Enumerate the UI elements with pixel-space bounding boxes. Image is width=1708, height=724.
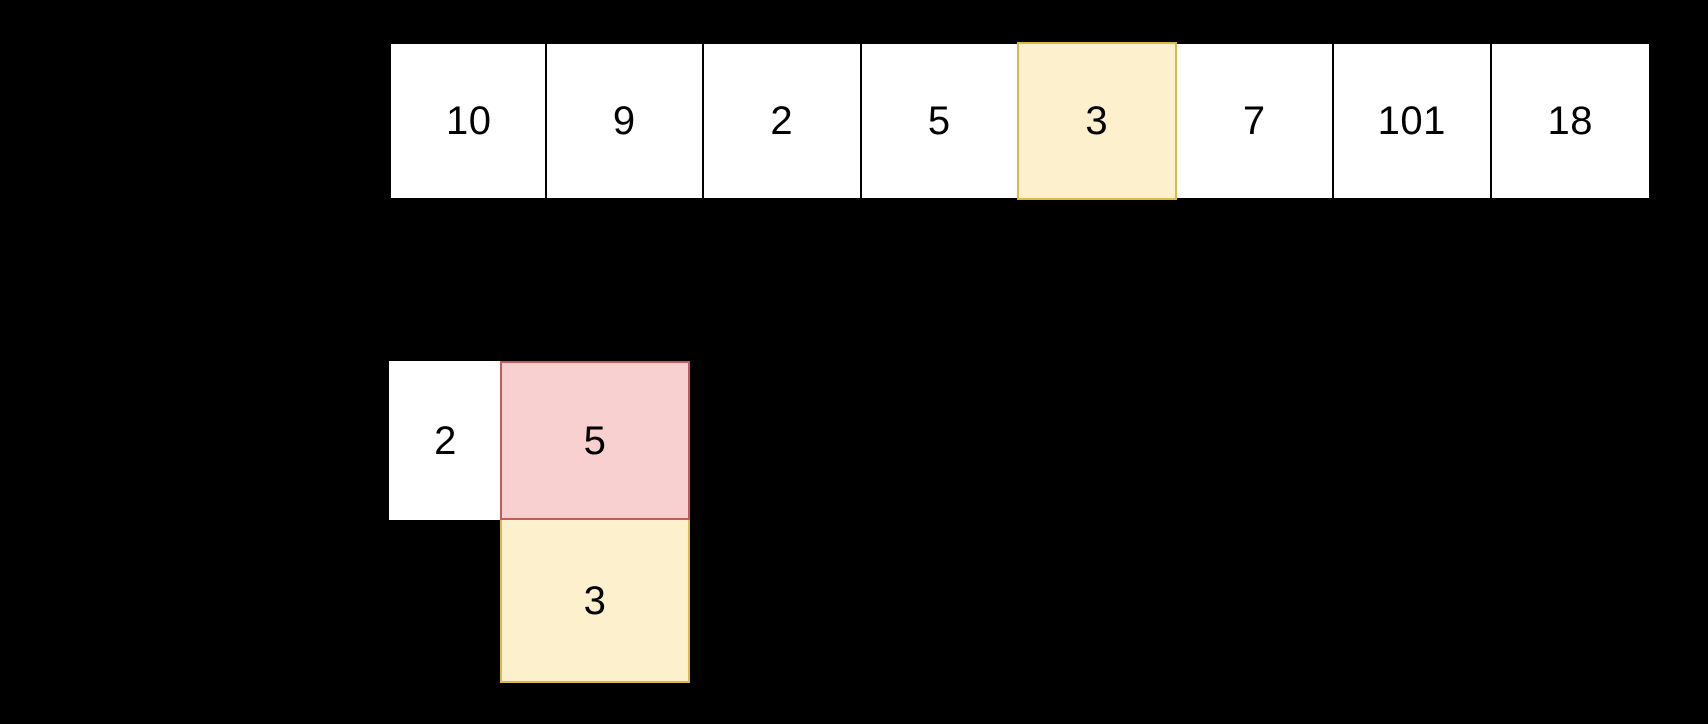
array-cell-4-highlighted[interactable]: 3 — [1017, 42, 1177, 200]
pair-cell-row0-col0[interactable]: 2 — [389, 361, 502, 520]
array-cell-3[interactable]: 5 — [859, 42, 1019, 200]
array-cell-2[interactable]: 2 — [702, 42, 862, 200]
array-cell-0[interactable]: 10 — [389, 42, 549, 200]
array-cell-7[interactable]: 18 — [1489, 42, 1651, 200]
array-cell-0-value: 10 — [446, 99, 492, 143]
array-cell-5-value: 7 — [1242, 99, 1266, 143]
subsequence-structure: 2 5 3 — [389, 361, 690, 683]
input-array-row: 10 9 2 5 3 7 101 18 — [389, 42, 1665, 200]
array-cell-5[interactable]: 7 — [1174, 42, 1334, 200]
pair-cell-row0-col1-highlighted[interactable]: 5 — [500, 361, 690, 520]
array-cell-2-value: 2 — [770, 99, 794, 143]
array-cell-4-value: 3 — [1085, 99, 1109, 143]
array-cell-1[interactable]: 9 — [544, 42, 704, 200]
array-cell-6-value: 101 — [1377, 99, 1446, 143]
pair-cell-row0-col0-value: 2 — [434, 418, 457, 463]
array-cell-1-value: 9 — [612, 99, 636, 143]
pair-cell-row0-col1-value: 5 — [583, 418, 607, 463]
array-cell-7-value: 18 — [1547, 99, 1593, 143]
array-cell-6[interactable]: 101 — [1332, 42, 1492, 200]
array-cell-3-value: 5 — [927, 99, 951, 143]
pair-cell-row1-col1-value: 3 — [583, 578, 607, 623]
pair-cell-row1-col1-highlighted[interactable]: 3 — [500, 518, 690, 683]
